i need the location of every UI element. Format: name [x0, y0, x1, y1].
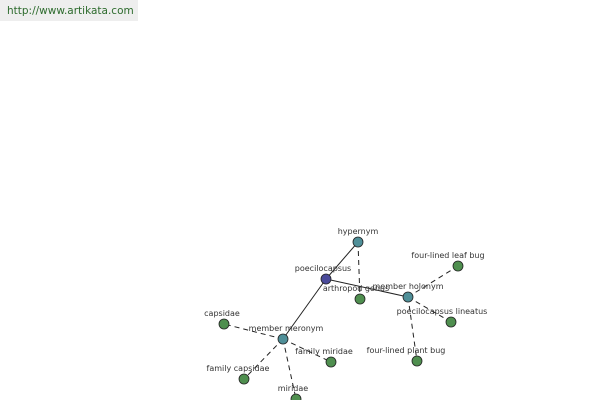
edge-meronym-capsidae — [223, 323, 284, 340]
node-capsidae[interactable] — [218, 318, 230, 330]
node-label-hypernym[interactable]: hypernym — [338, 227, 379, 236]
node-label-holonym[interactable]: member holonym — [372, 282, 443, 291]
node-fourlined-plant[interactable] — [411, 355, 423, 367]
node-label-family-capsidae[interactable]: family capsidae — [207, 364, 270, 373]
edge-center-hypernym — [325, 241, 359, 280]
site-url-link[interactable]: http://www.artikata.com — [7, 5, 134, 17]
node-center[interactable] — [320, 273, 332, 285]
edge-meronym-family_capsidae — [243, 338, 284, 380]
node-label-arthropod[interactable]: arthropod genus — [323, 284, 389, 293]
node-arthropod[interactable] — [354, 293, 366, 305]
node-label-miridae[interactable]: miridae — [278, 384, 309, 393]
node-label-family-miridae[interactable]: family miridae — [295, 347, 353, 356]
node-holonym[interactable] — [402, 291, 414, 303]
node-meronym[interactable] — [277, 333, 289, 345]
node-lineatus[interactable] — [445, 316, 457, 328]
edge-holonym-fourlined_leaf — [407, 265, 459, 298]
graph-labels: poecilocapsus hypernym member holonym membe… — [204, 227, 487, 393]
edge-center-holonym — [325, 278, 409, 298]
graph-nodes — [218, 236, 464, 400]
edge-meronym-miridae — [282, 338, 297, 400]
graph-edges — [223, 241, 459, 400]
node-family-capsidae[interactable] — [238, 373, 250, 385]
node-family-miridae[interactable] — [325, 356, 337, 368]
node-label-capsidae[interactable]: capsidae — [204, 309, 240, 318]
node-label-lineatus[interactable]: poecilocapsus lineatus — [397, 307, 488, 316]
edge-hypernym-arthropod — [357, 241, 361, 300]
site-url-bar: http://www.artikata.com — [0, 0, 138, 21]
edge-holonym-fourlined_plant — [407, 296, 418, 362]
node-label-center[interactable]: poecilocapsus — [295, 264, 351, 273]
node-miridae[interactable] — [290, 393, 302, 400]
node-label-fourlined-leaf[interactable]: four-lined leaf bug — [411, 251, 484, 260]
node-hypernym[interactable] — [352, 236, 364, 248]
node-label-fourlined-plant[interactable]: four-lined plant bug — [367, 346, 446, 355]
node-label-meronym[interactable]: member meronym — [249, 324, 324, 333]
node-fourlined-leaf[interactable] — [452, 260, 464, 272]
edge-center-meronym — [282, 278, 327, 340]
